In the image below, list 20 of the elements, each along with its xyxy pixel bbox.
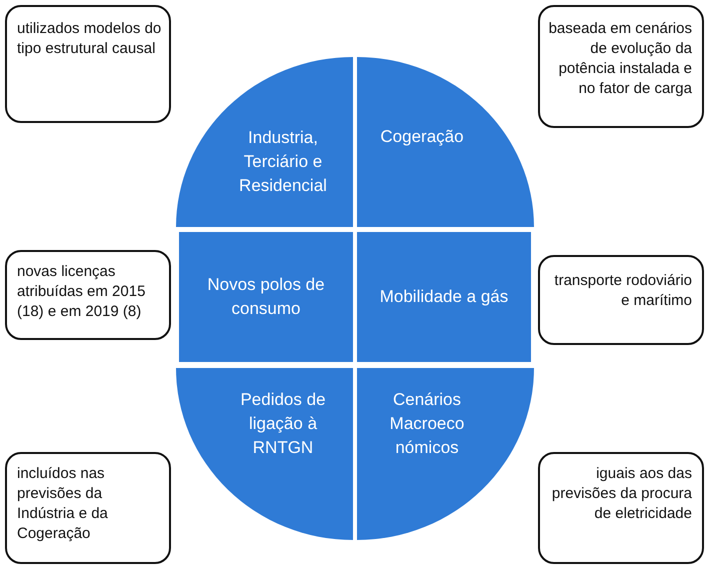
circle-segment xyxy=(179,232,353,362)
callout-box xyxy=(5,5,171,123)
callout-text: transporte rodoviário e marítimo xyxy=(553,271,692,311)
segment-label: Cogeração xyxy=(380,126,464,148)
segment-label: Pedidos de ligação à RNTGN xyxy=(239,389,327,459)
circle-segment xyxy=(357,232,531,362)
segment-label: Novos polos de consumo xyxy=(206,274,326,320)
callout-text: baseada em cenários de evolução da potência instalada e no fator de carga xyxy=(548,19,692,99)
segment-label: Industria, Terciário e Residencial xyxy=(238,127,328,197)
callout-box xyxy=(538,5,704,128)
segment-label: Cenários Macroeco nómicos xyxy=(388,389,466,459)
callout-text: incluídos nas previsões da Indústria e da Cogeração xyxy=(17,464,109,544)
callout-text: iguais aos das previsões da procura de eletricidade xyxy=(550,464,692,524)
callout-box xyxy=(538,452,704,564)
callout-box xyxy=(5,452,171,564)
callout-box xyxy=(5,250,171,340)
callout-box xyxy=(538,255,704,345)
segment-label: Mobilidade a gás xyxy=(380,286,508,308)
callout-text: utilizados modelos do tipo estrutural causal xyxy=(17,19,162,59)
callout-text: novas licenças atribuídas em 2015 (18) e em 2019 (8) xyxy=(17,262,146,322)
